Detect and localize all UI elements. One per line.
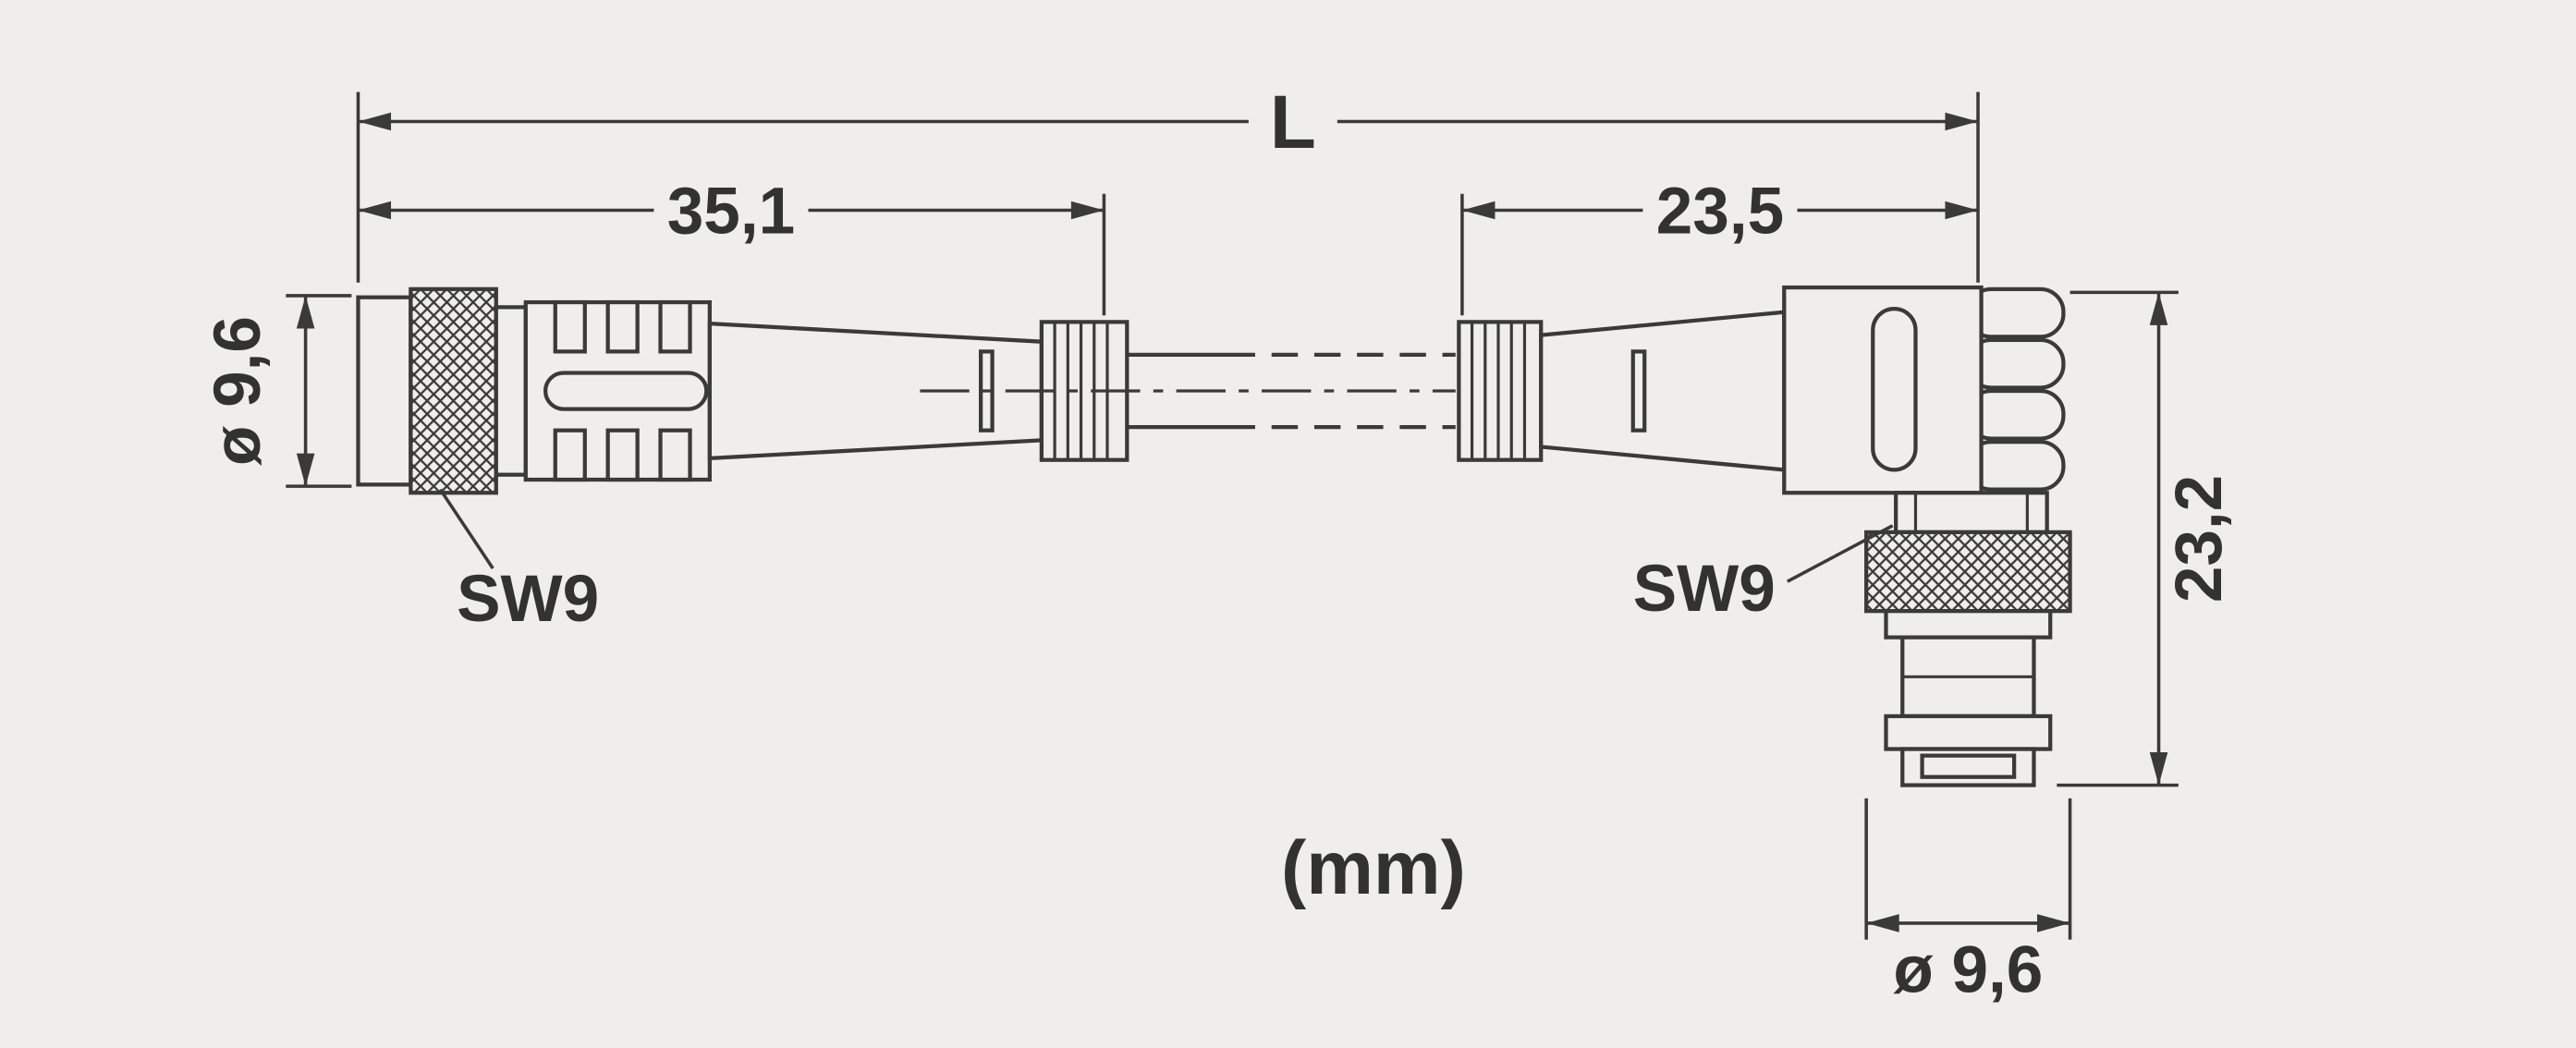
right-connector-mold-mark	[1630, 349, 1647, 433]
arrowhead	[1070, 201, 1105, 220]
dimension-bottom-diameter: ø 9,6	[1864, 798, 2072, 1007]
left-connector-length-label: 35,1	[667, 175, 795, 248]
right-connector-length-label: 23,5	[1656, 175, 1784, 248]
right-connector-knurled-nut	[1864, 530, 2072, 614]
right-connector-grip-ribs	[1966, 286, 2066, 492]
dimension-left-diameter: ø 9,6	[201, 294, 352, 488]
arrowhead	[1945, 112, 1979, 131]
leader-line	[438, 488, 494, 569]
sw9-callout-left: SW9	[438, 488, 599, 636]
left-connector-knurled-ring	[409, 286, 498, 495]
dimension-right-connector-length: 23,5	[1460, 175, 1979, 316]
right-connector-face-detail	[1920, 753, 2017, 779]
unit-label: (mm)	[1281, 826, 1466, 910]
left-connector-step	[494, 305, 528, 477]
right-connector-strain-relief	[1457, 320, 1544, 462]
left-diameter-label: ø 9,6	[201, 316, 275, 466]
arrowhead	[1866, 914, 1899, 932]
cable	[920, 352, 1456, 430]
left-connector-grip-slot	[543, 371, 709, 411]
arrowhead	[2037, 914, 2070, 932]
leader-line	[1787, 524, 1894, 583]
right-connector-nut-step	[1884, 609, 2053, 640]
right-connector-housing-slot	[1871, 307, 1918, 472]
sw9-callout-right: SW9	[1633, 524, 1894, 626]
dimension-overall-length: L	[356, 80, 1980, 283]
arrowhead	[2149, 292, 2168, 325]
left-connector	[356, 286, 1129, 495]
right-wrench-size-label: SW9	[1633, 553, 1776, 626]
right-connector	[1457, 285, 2072, 787]
arrowhead	[358, 112, 392, 131]
arrowhead	[1945, 201, 1979, 220]
dimension-right-height: 23,2	[2057, 290, 2236, 787]
right-connector-down-leg	[1864, 491, 2072, 787]
left-wrench-size-label: SW9	[457, 563, 599, 636]
bottom-diameter-label: ø 9,6	[1893, 934, 2043, 1007]
arrowhead	[296, 295, 315, 329]
right-connector-neck	[1894, 491, 2049, 535]
arrowhead	[296, 453, 315, 487]
left-connector-grip-teeth	[553, 299, 692, 482]
left-connector-face	[356, 295, 413, 487]
right-connector-ring	[1884, 713, 2053, 751]
right-height-label: 23,2	[2163, 475, 2236, 603]
arrowhead	[2149, 752, 2168, 786]
right-connector-body	[1539, 310, 1787, 472]
dimension-left-connector-length: 35,1	[358, 175, 1106, 316]
arrowhead	[358, 201, 392, 220]
overall-length-label: L	[1270, 80, 1316, 165]
arrowhead	[1461, 201, 1496, 220]
